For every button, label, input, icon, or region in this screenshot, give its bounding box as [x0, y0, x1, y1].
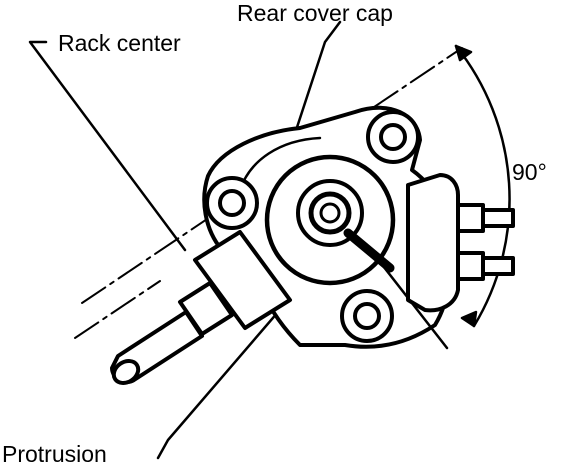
fitting-stub-upper — [481, 208, 515, 228]
fitting-block — [406, 173, 460, 313]
mounting-bolts — [205, 110, 420, 343]
tie-rod-assembly — [110, 230, 292, 385]
protrusion-mark — [343, 228, 395, 273]
angle-label: 90° — [512, 159, 547, 185]
angle-arrow-bottom — [460, 310, 478, 328]
angle-arrow-top — [454, 44, 473, 62]
bolt-left — [205, 176, 259, 230]
rack-center-label: Rack center — [58, 30, 181, 56]
fitting-nut-upper — [456, 203, 485, 233]
bolt-bottom — [340, 289, 394, 343]
adjusting-screw-center — [319, 202, 341, 224]
rear-cover-cap-label: Rear cover cap — [237, 0, 393, 26]
rack-center-leader — [28, 40, 187, 252]
tie-rod-tip — [111, 359, 141, 385]
rear-cover-cap — [264, 154, 396, 286]
fitting-stub-lower — [481, 256, 515, 276]
rack-tube — [193, 230, 292, 330]
fitting-nut-lower — [456, 251, 485, 281]
angle-arc — [454, 44, 511, 328]
rack-center-line-lower — [74, 280, 161, 339]
pipe-fittings — [406, 173, 515, 313]
protrusion-label: Protrusion — [2, 441, 107, 467]
bolt-top — [366, 110, 420, 164]
angle-indicator — [454, 44, 511, 328]
